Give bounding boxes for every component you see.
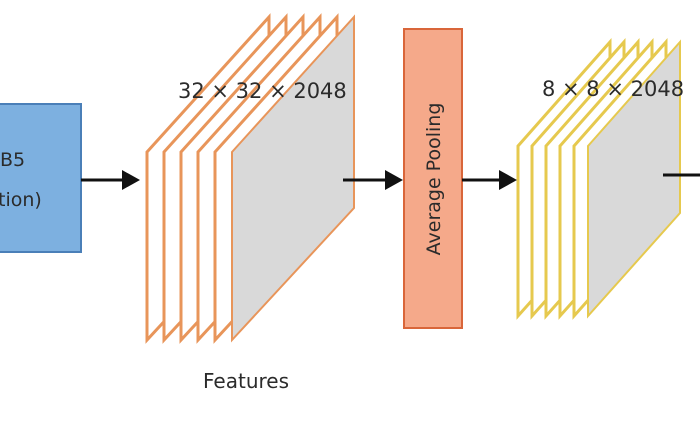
pooled-stack (516, 38, 681, 320)
pooling-label: Average Pooling (423, 103, 445, 256)
arrow-head-pooling-to-pooled (499, 170, 517, 190)
pooled-dims-label: 8 × 8 × 2048 (542, 77, 684, 101)
features-dims-label: 32 × 32 × 2048 (178, 79, 347, 103)
arrow-head-input-to-features (122, 170, 140, 190)
arrow-head-features-to-pooling (385, 170, 403, 190)
pooled-layer (587, 39, 681, 319)
input-block-rect (0, 103, 82, 253)
features-stack (145, 13, 355, 344)
arrows (81, 170, 700, 190)
features-caption: Features (203, 369, 289, 393)
input-block-line2: tion) (0, 189, 42, 211)
pooling-block: Average Pooling (403, 28, 463, 329)
input-block-line1: B5 (0, 149, 25, 171)
features-layer (231, 14, 355, 343)
input-block: B5 tion) (0, 103, 82, 253)
pooling-block-rect (403, 28, 463, 329)
